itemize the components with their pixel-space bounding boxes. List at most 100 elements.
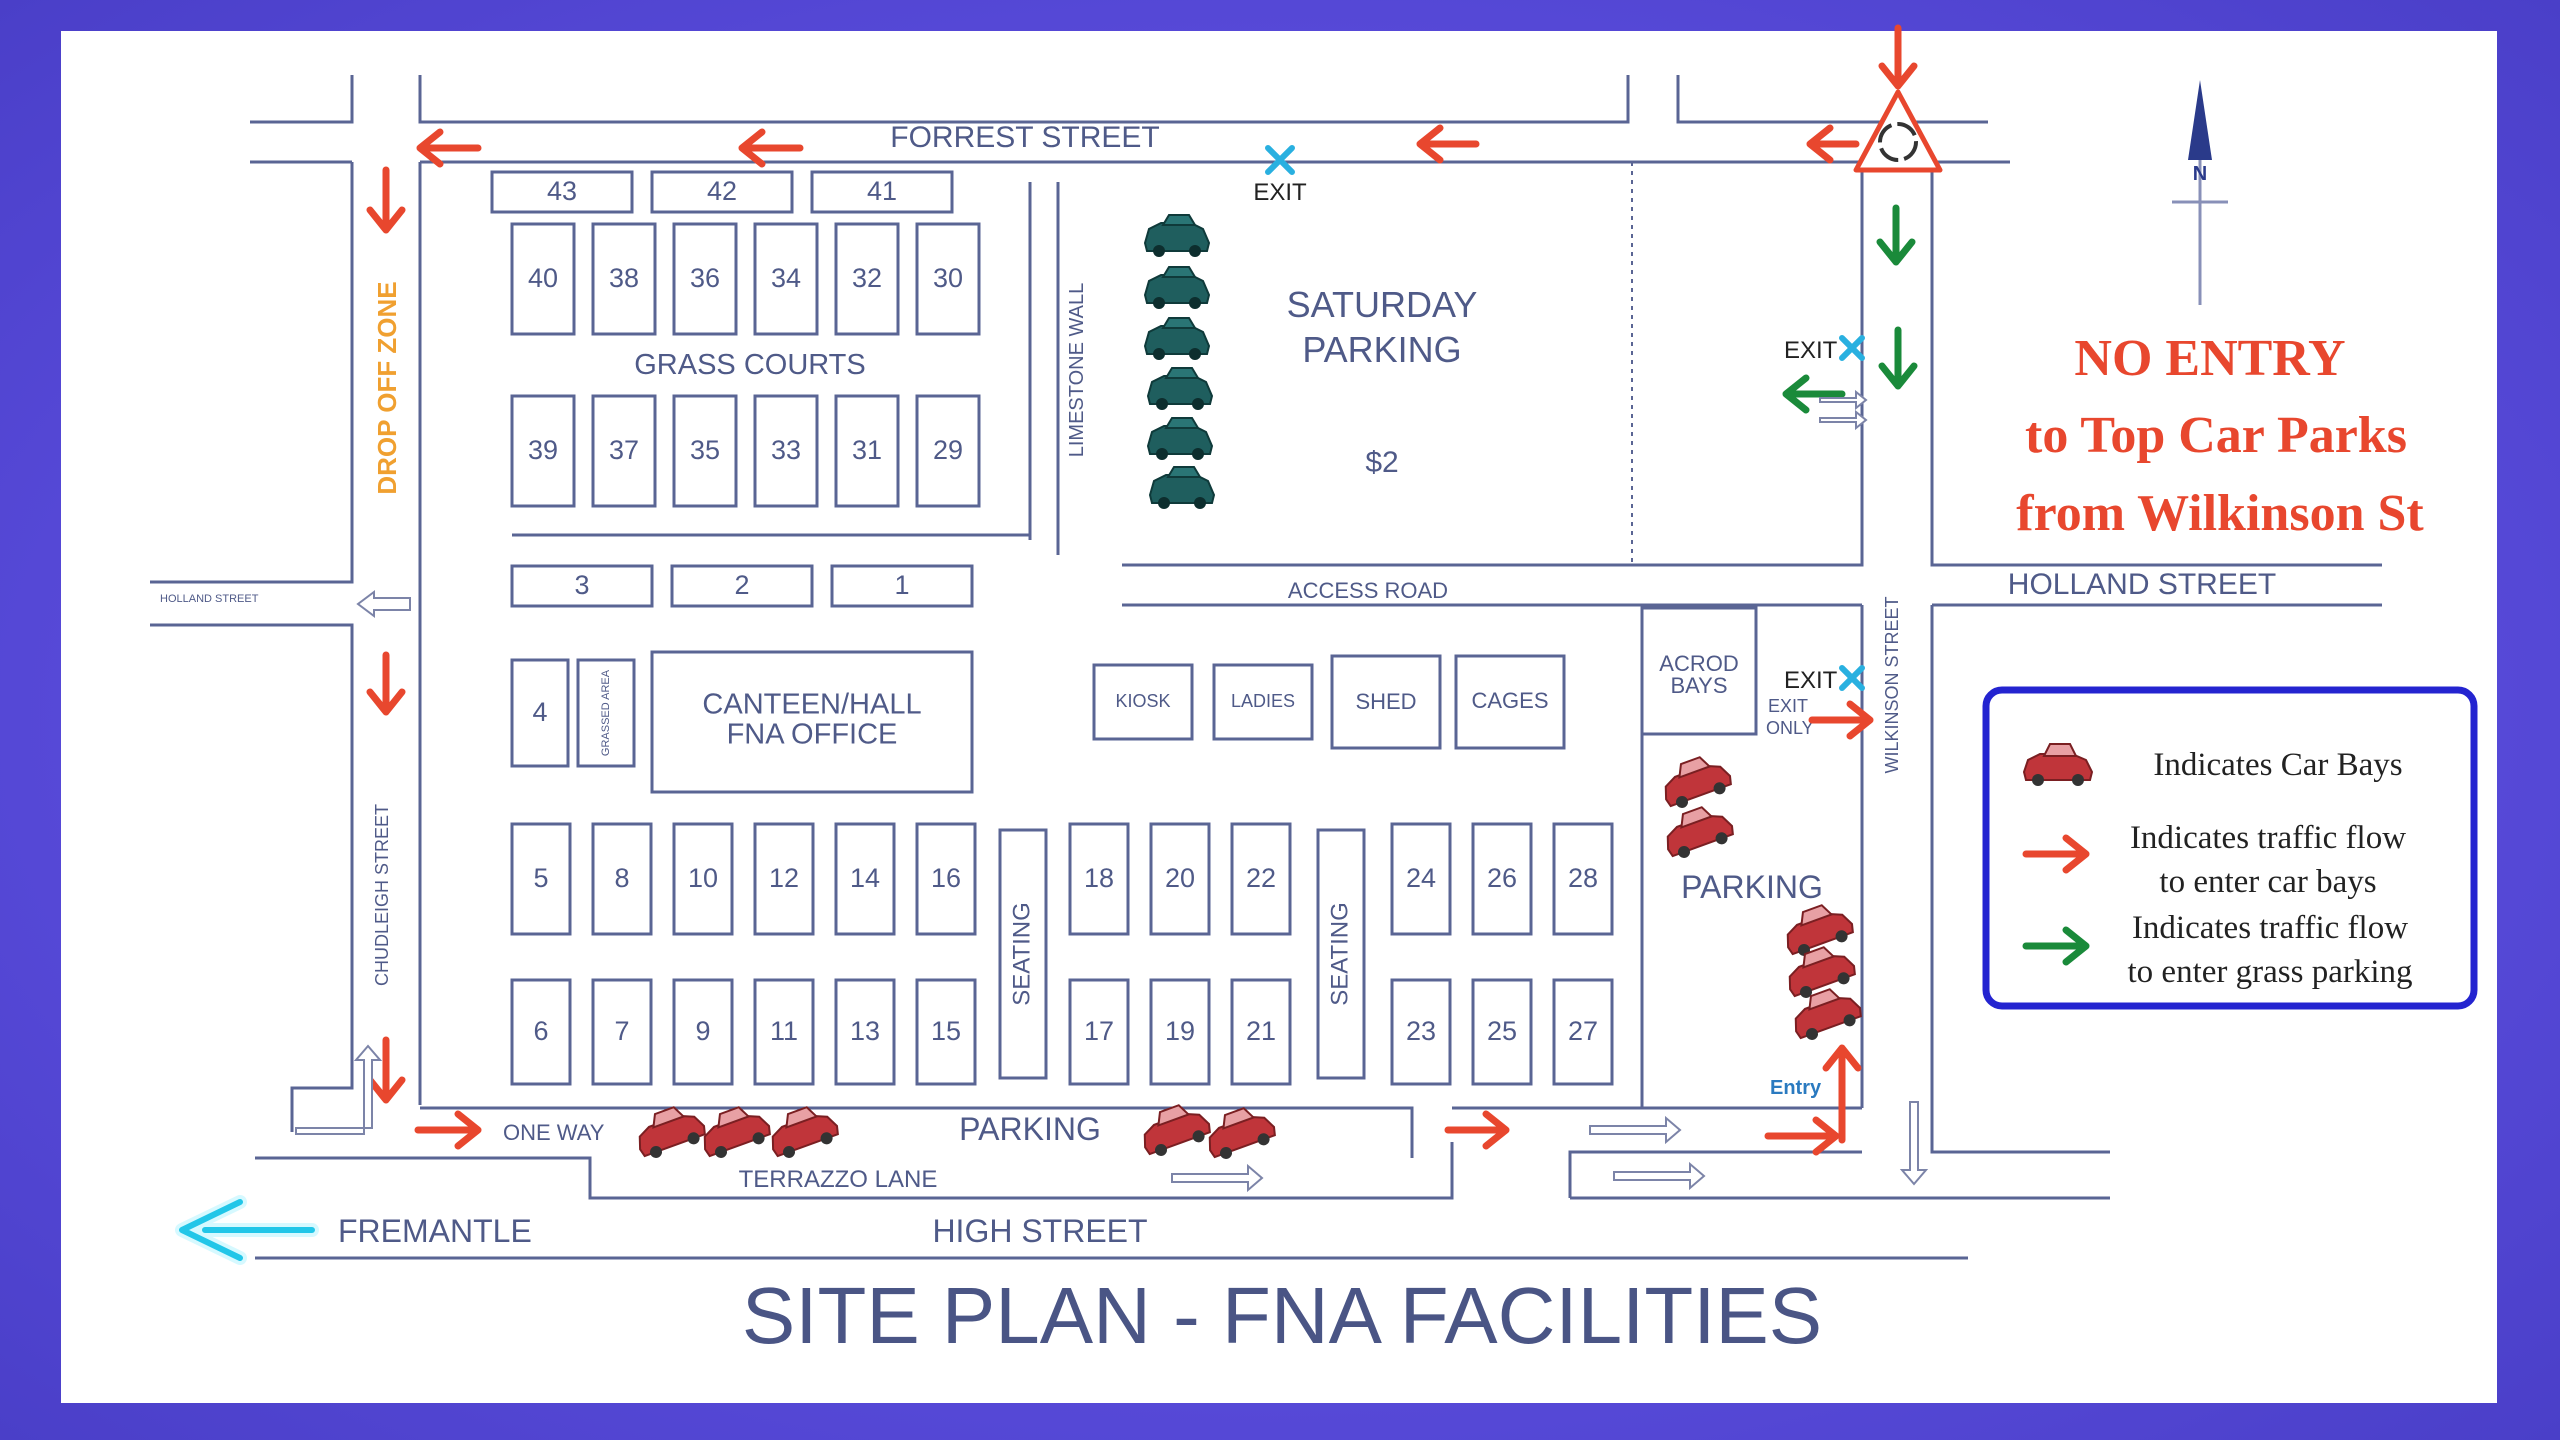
court-number: 23 — [1406, 1016, 1436, 1046]
court-number: 35 — [690, 435, 720, 465]
court-25: 25 — [1471, 978, 1533, 1086]
court-number: 12 — [769, 863, 799, 893]
court-28: 28 — [1552, 822, 1614, 936]
court-36: 36 — [672, 222, 738, 336]
seating-right: SEATING — [1316, 828, 1366, 1080]
court-number: 36 — [690, 263, 720, 293]
court-11: 11 — [753, 978, 815, 1086]
court-number: 30 — [933, 263, 963, 293]
legend-red-line-1: Indicates traffic flow — [2130, 820, 2406, 856]
forrest-street-label: FORREST STREET — [890, 121, 1159, 154]
court-6: 6 — [510, 978, 572, 1086]
canteen-label-1: CANTEEN/HALL — [702, 689, 921, 721]
court-3: 3 — [510, 564, 654, 608]
grass-courts-label: GRASS COURTS — [634, 349, 866, 381]
court-number: 32 — [852, 263, 882, 293]
court-30: 30 — [915, 222, 981, 336]
legend-red-line-2: to enter car bays — [2159, 864, 2376, 900]
court-number: 7 — [614, 1016, 629, 1046]
court-number: 14 — [850, 863, 880, 893]
court-4: 4 — [510, 658, 570, 768]
court-number: 16 — [931, 863, 961, 893]
notice-line-1: NO ENTRY — [2074, 330, 2345, 387]
saturday-parking-label-1: SATURDAY — [1287, 284, 1478, 325]
holland-street-label: HOLLAND STREET — [2008, 568, 2276, 601]
exit-label-right-top: EXIT — [1784, 337, 1838, 364]
court-40: 40 — [510, 222, 576, 336]
kiosk: KIOSK — [1092, 663, 1194, 741]
court-number: 4 — [532, 697, 547, 727]
acrod-bays: ACROD BAYS — [1640, 606, 1758, 736]
court-number: 33 — [771, 435, 801, 465]
north-label: N — [2193, 163, 2207, 185]
court-number: 37 — [609, 435, 639, 465]
acrod-label-2: BAYS — [1670, 673, 1727, 698]
court-14: 14 — [834, 822, 896, 936]
court-number: 5 — [533, 863, 548, 893]
court-number: 25 — [1487, 1016, 1517, 1046]
seating-left: SEATING — [998, 828, 1048, 1080]
cages: CAGES — [1454, 654, 1566, 750]
court-number: 19 — [1165, 1016, 1195, 1046]
no-entry-notice: NO ENTRY to Top Car Parks from Wilkinson… — [2016, 330, 2424, 542]
legend-green-line-2: to enter grass parking — [2128, 954, 2413, 990]
legend-green-line-1: Indicates traffic flow — [2132, 910, 2408, 946]
court-number: 8 — [614, 863, 629, 893]
court-29: 29 — [915, 394, 981, 508]
notice-line-2: to Top Car Parks — [2025, 407, 2407, 464]
court-27: 27 — [1552, 978, 1614, 1086]
court-42: 42 — [650, 170, 794, 214]
court-37: 37 — [591, 394, 657, 508]
parking-bottom-label: PARKING — [959, 1111, 1101, 1147]
grassed-area-label: GRASSED AREA — [600, 669, 612, 756]
kiosk-label: KIOSK — [1115, 691, 1170, 711]
street-lines — [150, 75, 2382, 1260]
court-18: 18 — [1068, 822, 1130, 936]
court-19: 19 — [1149, 978, 1211, 1086]
court-9: 9 — [672, 978, 734, 1086]
court-1: 1 — [830, 564, 974, 608]
court-33: 33 — [753, 394, 819, 508]
notice-line-3: from Wilkinson St — [2016, 485, 2424, 542]
court-16: 16 — [915, 822, 977, 936]
fremantle-arrow-icon — [175, 1195, 319, 1265]
court-32: 32 — [834, 222, 900, 336]
court-number: 39 — [528, 435, 558, 465]
court-number: 41 — [867, 176, 897, 206]
exit-label-top: EXIT — [1253, 179, 1307, 206]
green-car-stack — [1144, 214, 1215, 510]
court-number: 43 — [547, 176, 577, 206]
court-number: 11 — [770, 1016, 798, 1046]
court-22: 22 — [1230, 822, 1292, 936]
red-traffic-arrows — [366, 24, 1918, 1156]
court-23: 23 — [1390, 978, 1452, 1086]
court-number: 13 — [850, 1016, 880, 1046]
court-number: 22 — [1246, 863, 1276, 893]
ladies: LADIES — [1212, 663, 1314, 741]
saturday-parking-label-2: PARKING — [1302, 329, 1461, 370]
court-number: 1 — [894, 570, 909, 600]
exit-only-label-2: ONLY — [1766, 718, 1814, 738]
canteen-label-2: FNA OFFICE — [727, 719, 898, 751]
parking-right-label: PARKING — [1681, 869, 1823, 905]
court-number: 21 — [1246, 1016, 1276, 1046]
exit-only-label-1: EXIT — [1768, 696, 1808, 716]
court-39: 39 — [510, 394, 576, 508]
drop-off-zone-label: DROP OFF ZONE — [372, 281, 402, 494]
court-number: 28 — [1568, 863, 1598, 893]
fremantle-label: FREMANTLE — [338, 1213, 532, 1249]
one-way-label: ONE WAY — [503, 1120, 605, 1145]
chudleigh-street-label: CHUDLEIGH STREET — [372, 804, 392, 986]
court-43: 43 — [490, 170, 634, 214]
court-number: 2 — [734, 570, 749, 600]
court-number: 24 — [1406, 863, 1436, 893]
limestone-wall-label: LIMESTONE WALL — [1066, 283, 1088, 458]
hollow-one-way-arrows — [295, 389, 1929, 1193]
shed: SHED — [1330, 654, 1442, 750]
court-13: 13 — [834, 978, 896, 1086]
legend-red-arrow-icon — [2022, 834, 2090, 874]
court-number: 29 — [933, 435, 963, 465]
court-8: 8 — [591, 822, 653, 936]
north-compass-icon: N — [2172, 80, 2228, 305]
court-number: 20 — [1165, 863, 1195, 893]
